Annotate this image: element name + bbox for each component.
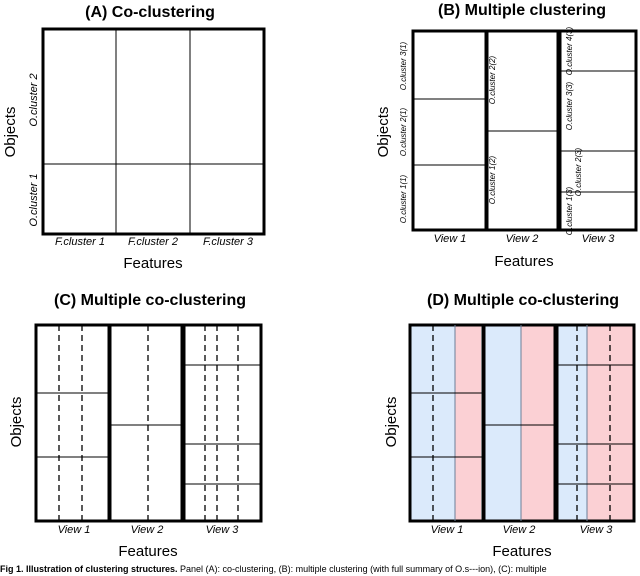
panel-b-view-1 [411,29,488,232]
panel-a-row-label: O.cluster 1 [28,173,40,226]
panel-b-title: (B) Multiple clustering [438,2,606,19]
panel-c-ylabel: Objects [8,397,25,448]
panel-d-view-label: View 2 [503,524,536,536]
panel-c-title: (C) Multiple co-clustering [54,292,246,309]
panel-b-xlabel: Features [494,253,553,270]
figure-caption-bold: Fig 1. Illustration of clustering struct… [0,564,178,574]
panel-b-view-label: View 1 [434,233,467,245]
panel-b-cluster-label: O.cluster 3(1) [399,41,408,90]
panel-c-view-1 [34,323,111,523]
panel-c-view-label: View 2 [131,524,164,536]
panel-a-col-label: F.cluster 2 [128,236,178,248]
panel-c-views [34,323,263,523]
figure-caption-text: Panel (A): co-clustering, (B): multiple … [177,564,547,574]
panel-d-view-1-blue-block [410,325,455,521]
panel-b-cluster-label: O.cluster 4(3) [565,26,574,75]
panel-c-xlabel: Features [118,543,177,560]
panel-c-multiple-co-clustering: (C) Multiple co-clustering Objects View … [8,292,263,560]
panel-b-cluster-label: O.cluster 3(3) [565,81,574,130]
panel-d-view-1-red-block [455,325,481,521]
panel-a-col-label: F.cluster 1 [55,236,105,248]
panel-d-view-2-red-block [521,325,555,521]
panel-b-cluster-label: O.cluster 1(2) [488,155,497,204]
panel-d-view-3-blue-block [557,325,587,521]
panel-b-cluster-label: O.cluster 2(3) [574,147,583,196]
panel-d-ylabel: Objects [383,397,400,448]
panel-a-grid [41,27,266,236]
panel-d-view-2-blue-block [484,325,521,521]
panel-b-ylabel: Objects [375,107,392,158]
panel-d-multiple-co-clustering-colored: (D) Multiple co-clustering [383,292,636,560]
panel-d-view-label: View 1 [431,524,464,536]
panel-a-row-label: O.cluster 2 [28,73,40,126]
panel-c-view-label: View 3 [206,524,240,536]
panel-a-xlabel: Features [123,255,182,272]
panel-d-title: (D) Multiple co-clustering [427,292,619,309]
panel-a-col-label: F.cluster 3 [203,236,254,248]
panel-d-view-label: View 3 [580,524,614,536]
panel-d-fills [410,325,634,521]
panel-a-co-clustering: (A) Co-clustering Objects O.cluster 1 O.… [2,4,266,272]
panel-d-views [408,323,636,523]
panel-d-view-3 [555,323,636,523]
panel-b-views [411,29,638,232]
panel-c-view-label: View 1 [58,524,91,536]
panel-a-ylabel: Objects [2,107,19,158]
panel-a-title: (A) Co-clustering [85,4,215,21]
panel-d-xlabel: Features [492,543,551,560]
panel-b-multiple-clustering: (B) Multiple clustering Objects O.cluste… [375,2,638,270]
panel-b-cluster-label: O.cluster 1(1) [399,174,408,223]
figure-caption: Fig 1. Illustration of clustering struct… [0,563,640,576]
panel-c-view-3 [182,323,263,523]
panel-d-view-3-red-block [587,325,634,521]
panel-b-cluster-label: O.cluster 2(1) [399,107,408,156]
panel-b-cluster-label: O.cluster 1(3) [565,186,574,235]
panel-d-view-2 [482,323,557,523]
panel-b-view-3 [558,29,638,232]
panel-b-cluster-label: O.cluster 2(2) [488,55,497,104]
panel-b-view-label: View 2 [506,233,539,245]
panel-b-view-label: View 3 [582,233,616,245]
panel-a-frame [41,27,266,236]
panel-c-view-2 [108,323,184,523]
